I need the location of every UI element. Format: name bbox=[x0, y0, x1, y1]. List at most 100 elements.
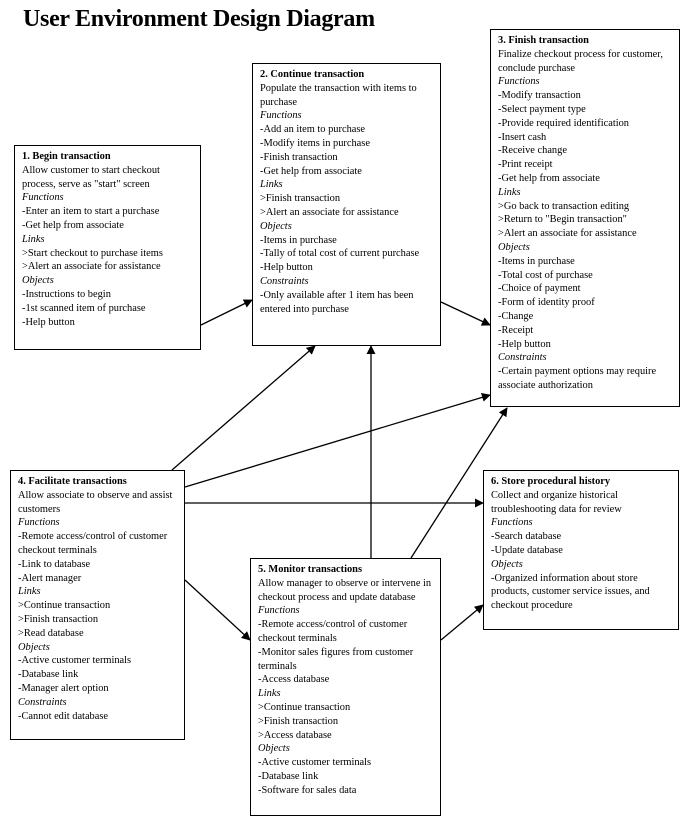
object-item: -Database link bbox=[18, 669, 79, 681]
section-label-functions: Functions bbox=[260, 110, 302, 122]
section-label-links: Links bbox=[258, 688, 281, 700]
section-label-links: Links bbox=[18, 586, 41, 598]
object-item: -Tally of total cost of current purchase bbox=[260, 248, 420, 260]
function-item: -Receive change bbox=[498, 145, 567, 157]
function-item: -Insert cash bbox=[498, 131, 547, 143]
function-item: -Get help from associate bbox=[260, 165, 362, 177]
function-item: -Remote access/control of customer check… bbox=[258, 619, 408, 644]
box-begin-transaction: 1. Begin transaction Allow customer to s… bbox=[14, 145, 201, 350]
section-label-links: Links bbox=[498, 186, 521, 198]
box-finish-transaction: 3. Finish transaction Finalize checkout … bbox=[490, 29, 680, 407]
section-label-links: Links bbox=[260, 179, 283, 191]
function-item: -Alert manager bbox=[18, 572, 82, 584]
section-label-objects: Objects bbox=[498, 241, 530, 253]
box-continue-transaction: 2. Continue transaction Populate the tra… bbox=[252, 63, 441, 346]
link-item: >Access database bbox=[258, 729, 332, 741]
box-description: Allow customer to start checkout process… bbox=[22, 164, 160, 190]
box-heading: 3. Finish transaction bbox=[498, 35, 589, 46]
section-label-functions: Functions bbox=[22, 192, 64, 204]
object-item: -Manager alert option bbox=[18, 682, 109, 694]
section-label-functions: Functions bbox=[498, 76, 540, 88]
object-item: -Help button bbox=[22, 316, 75, 328]
arrow-facilitate-to-monitor bbox=[184, 579, 251, 641]
link-item: >Finish transaction bbox=[18, 613, 99, 625]
box-heading: 2. Continue transaction bbox=[260, 69, 365, 80]
box-description: Populate the transaction with items to p… bbox=[260, 82, 417, 108]
function-item: -Enter an item to start a purchase bbox=[22, 206, 160, 218]
function-item: -Update database bbox=[491, 544, 563, 556]
object-item: -Receipt bbox=[498, 324, 534, 336]
arrow-monitor-to-finish bbox=[410, 407, 508, 559]
section-label-functions: Functions bbox=[258, 605, 300, 617]
link-item: >Return to "Begin transaction" bbox=[498, 214, 627, 226]
object-item: -Choice of payment bbox=[498, 283, 581, 295]
box-monitor-transactions: 5. Monitor transactions Allow manager to… bbox=[250, 558, 441, 816]
arrow-facilitate-to-finish bbox=[184, 393, 491, 488]
box-description: Allow associate to observe and assist cu… bbox=[18, 489, 173, 515]
link-item: >Alert an associate for assistance bbox=[22, 261, 161, 273]
box-heading: 1. Begin transaction bbox=[22, 151, 111, 162]
constraint-item: -Only available after 1 item has been en… bbox=[260, 289, 414, 315]
object-item: -1st scanned item of purchase bbox=[22, 302, 146, 314]
section-label-objects: Objects bbox=[18, 641, 50, 653]
link-item: >Alert an associate for assistance bbox=[260, 206, 399, 218]
object-item: -Active customer terminals bbox=[258, 757, 372, 769]
object-item: -Organized information about store produ… bbox=[491, 572, 650, 612]
section-label-objects: Objects bbox=[491, 558, 523, 570]
link-item: >Finish transaction bbox=[260, 193, 341, 205]
box-description: Allow manager to observe or intervene in… bbox=[258, 577, 432, 603]
arrow-facilitate-to-continue bbox=[171, 345, 316, 471]
section-label-constraints: Constraints bbox=[18, 696, 67, 708]
object-item: -Items in purchase bbox=[260, 234, 337, 246]
function-item: -Access database bbox=[258, 674, 330, 686]
link-item: >Continue transaction bbox=[258, 701, 351, 713]
box-description: Collect and organize historical troubles… bbox=[491, 489, 622, 515]
function-item: -Modify items in purchase bbox=[260, 137, 370, 149]
object-item: -Change bbox=[498, 310, 534, 322]
box-store-procedural-history: 6. Store procedural history Collect and … bbox=[483, 470, 679, 630]
section-label-objects: Objects bbox=[258, 743, 290, 755]
diagram-title: User Environment Design Diagram bbox=[23, 6, 375, 32]
link-item: >Start checkout to purchase items bbox=[22, 247, 163, 259]
box-heading: 5. Monitor transactions bbox=[258, 564, 362, 575]
section-label-functions: Functions bbox=[491, 517, 533, 529]
link-item: >Alert an associate for assistance bbox=[498, 228, 637, 240]
link-item: >Continue transaction bbox=[18, 600, 111, 612]
function-item: -Print receipt bbox=[498, 159, 553, 171]
object-item: -Help button bbox=[260, 262, 313, 274]
link-item: >Go back to transaction editing bbox=[498, 200, 630, 212]
box-heading: 4. Facilitate transactions bbox=[18, 476, 127, 487]
function-item: -Monitor sales figures from customer ter… bbox=[258, 646, 414, 672]
section-label-links: Links bbox=[22, 233, 45, 245]
object-item: -Instructions to begin bbox=[22, 288, 111, 300]
section-label-functions: Functions bbox=[18, 517, 60, 529]
function-item: -Get help from associate bbox=[498, 172, 600, 184]
function-item: -Add an item to purchase bbox=[260, 124, 366, 136]
object-item: -Help button bbox=[498, 338, 551, 350]
section-label-constraints: Constraints bbox=[260, 275, 309, 287]
link-item: >Finish transaction bbox=[258, 715, 339, 727]
object-item: -Items in purchase bbox=[498, 255, 575, 267]
box-description: Finalize checkout process for customer, … bbox=[498, 48, 663, 74]
section-label-constraints: Constraints bbox=[498, 352, 547, 364]
function-item: -Remote access/control of customer check… bbox=[18, 531, 168, 556]
box-heading: 6. Store procedural history bbox=[491, 476, 611, 487]
arrow-monitor-to-history bbox=[440, 604, 484, 641]
box-facilitate-transactions: 4. Facilitate transactions Allow associa… bbox=[10, 470, 185, 740]
arrow-begin-to-continue bbox=[200, 299, 253, 326]
section-label-objects: Objects bbox=[260, 220, 292, 232]
section-label-objects: Objects bbox=[22, 275, 54, 287]
constraint-item: -Certain payment options may require ass… bbox=[498, 366, 657, 391]
object-item: -Active customer terminals bbox=[18, 655, 132, 667]
constraint-item: -Cannot edit database bbox=[18, 710, 109, 722]
function-item: -Finish transaction bbox=[260, 151, 338, 163]
function-item: -Modify transaction bbox=[498, 90, 581, 102]
function-item: -Select payment type bbox=[498, 103, 586, 115]
function-item: -Link to database bbox=[18, 558, 91, 570]
link-item: >Read database bbox=[18, 627, 84, 639]
function-item: -Provide required identification bbox=[498, 117, 629, 129]
object-item: -Form of identity proof bbox=[498, 297, 595, 309]
function-item: -Get help from associate bbox=[22, 219, 124, 231]
object-item: -Software for sales data bbox=[258, 784, 357, 796]
